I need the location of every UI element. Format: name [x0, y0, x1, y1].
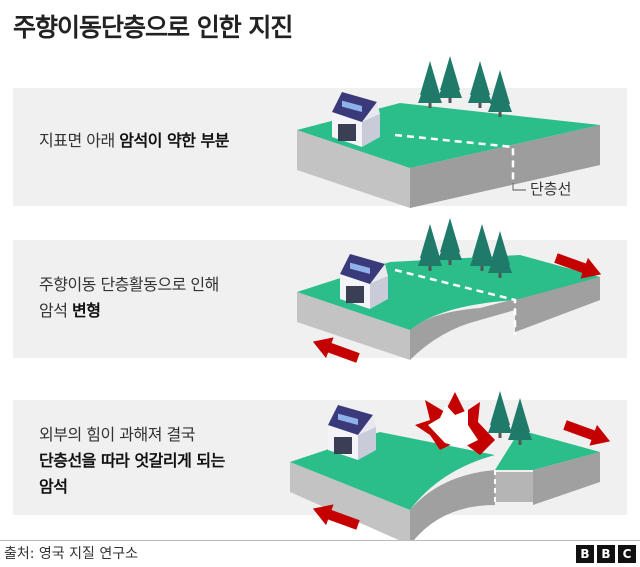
- page-title: 주향이동단층으로 인한 지진: [13, 13, 293, 42]
- bbc-logo: B B C: [576, 545, 636, 563]
- fault-illustrations: [290, 56, 614, 540]
- block-intact: [297, 56, 600, 208]
- bbc-logo-b1: B: [576, 545, 594, 563]
- fault-line-label: 단층선: [530, 180, 572, 198]
- panel-1-caption: 지표면 아래 암석이 약한 부분: [39, 131, 229, 150]
- block-ruptured: [290, 391, 614, 540]
- source-text: 출처: 영국 지질 연구소: [4, 546, 138, 562]
- footer-divider: [0, 540, 640, 541]
- bbc-logo-c: C: [618, 545, 636, 563]
- bbc-logo-b2: B: [597, 545, 615, 563]
- block-deforming: [297, 218, 605, 369]
- fault-line: [394, 133, 515, 190]
